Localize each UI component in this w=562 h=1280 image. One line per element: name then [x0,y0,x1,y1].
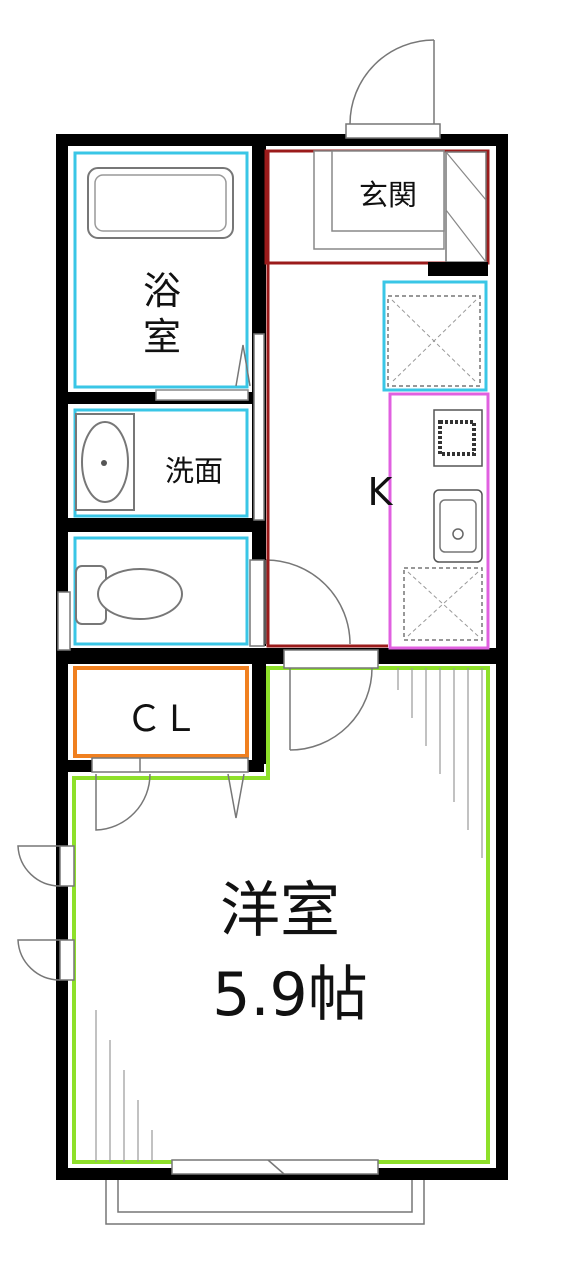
western-room-label: 洋室 [220,876,340,946]
western-room-size: 5.9帖 [212,960,368,1030]
west-window-upper-swing [17,845,61,887]
toilet-bowl [97,568,183,620]
western-room-outline [72,666,490,1164]
toilet-door [249,559,265,647]
west-window-lower-swing [17,939,61,981]
wall-wash-toilet [68,518,252,532]
shoe-cabinet-cross1 [445,151,487,201]
kitchen-label: K [367,470,393,514]
kitchen-counter-outline [388,392,490,650]
room-door-swing [289,667,373,751]
closet-door-swing [95,773,151,831]
washer-space-cross1 [407,571,479,637]
closet-label: ＣＬ [125,699,198,740]
front-door-swing [349,39,435,125]
west-window-upper [59,845,75,887]
toilet-window [57,591,71,651]
washer-space [403,567,483,641]
west-window-lower [59,939,75,981]
wall-closet-room [252,664,266,764]
bath-door-swing [235,344,251,387]
washbasin-drain [101,460,107,466]
bath-outline [73,151,249,389]
entrance-label: 玄関 [358,178,417,212]
kitchen-outline [266,151,388,648]
entrance-step-inner [331,150,445,232]
entrance-wall-notch [428,262,488,276]
balcony-inner [117,1180,413,1213]
sink [433,489,483,563]
bathtub [87,167,234,239]
front-door [345,123,441,139]
south-window-sash [267,1159,285,1175]
sink-drain [452,528,464,540]
bath-label: 浴室 [142,269,181,359]
closet-door [91,757,249,773]
sink-bowl [439,499,477,553]
room-door [283,649,379,669]
shoe-cabinet-cross2 [445,209,487,263]
toilet-door-swing [265,559,351,645]
bathtub-inner [94,174,227,232]
shoe-cabinet [445,151,487,263]
washroom-label: 洗面 [164,454,223,488]
fridge-outline [382,280,488,392]
wall-toilet-closet [68,648,496,664]
stove-burner [438,420,476,456]
closet-door-swing-right [227,773,245,819]
wash-sliding-door [253,333,265,521]
closet-outline [73,666,249,758]
fridge-space-cross2 [391,299,477,383]
balcony [105,1180,425,1225]
window-light-hatch [95,668,483,1162]
bath-door [155,389,249,401]
washer-space-cross2 [407,571,479,637]
